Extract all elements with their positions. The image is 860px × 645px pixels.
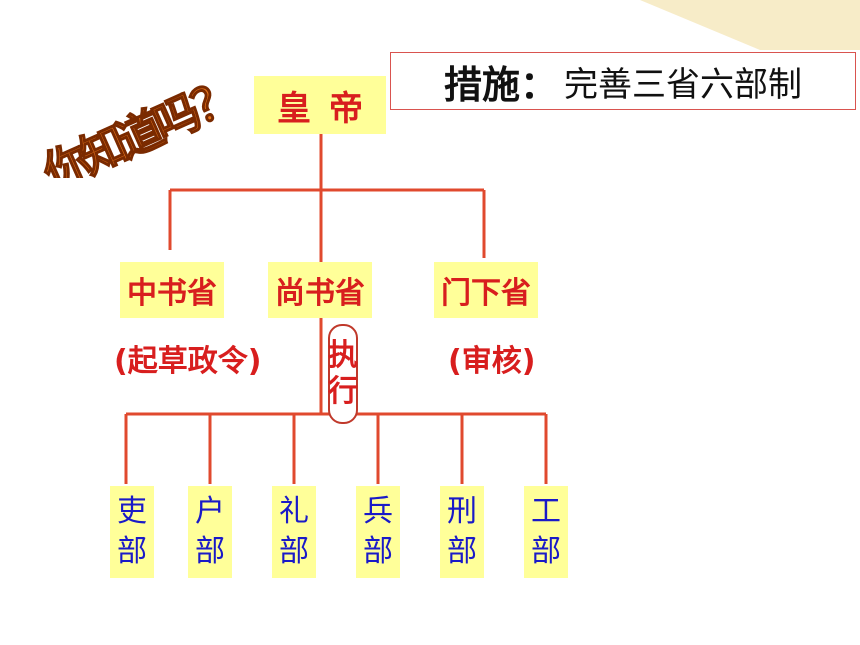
ministry-char: 礼 <box>279 494 309 529</box>
ministry-gong-works: 工 部 <box>524 486 568 578</box>
ministry-char: 部 <box>363 534 393 569</box>
role-char: 行 <box>328 374 358 409</box>
ministry-char: 吏 <box>117 494 147 529</box>
ministry-char: 户 <box>195 494 225 529</box>
ministry-char: 部 <box>531 534 561 569</box>
wordart-did-you-know: 你 知 道 吗 ？ <box>34 66 230 178</box>
measure-title-box: 措施 ： 完善三省六部制 <box>390 52 856 110</box>
dept-zhongshu: 中书省 <box>120 262 224 318</box>
ministry-hu-revenue: 户 部 <box>188 486 232 578</box>
ministry-char: 工 <box>531 494 561 529</box>
measure-colon: ： <box>520 62 559 107</box>
measure-text: 完善三省六部制 <box>564 64 803 105</box>
dept-shangshu: 尚书省 <box>268 262 372 318</box>
ministry-li-rites: 礼 部 <box>272 486 316 578</box>
emperor-box: 皇帝 <box>254 76 386 134</box>
ministry-char: 部 <box>447 534 477 569</box>
ministry-char: 部 <box>195 534 225 569</box>
ministry-bing-war: 兵 部 <box>356 486 400 578</box>
ministry-char: 部 <box>117 534 147 569</box>
ministry-xing-justice: 刑 部 <box>440 486 484 578</box>
dept-menxia: 门下省 <box>434 262 538 318</box>
role-zhongshu: (起草政令) <box>114 344 262 379</box>
ministry-char: 部 <box>279 534 309 569</box>
measure-label: 措施 <box>443 62 520 107</box>
ministry-char: 刑 <box>447 494 477 529</box>
ministry-li-personnel: 吏 部 <box>110 486 154 578</box>
role-menxia: (审核) <box>448 344 536 379</box>
role-char: 执 <box>328 338 358 373</box>
ministry-char: 兵 <box>363 494 393 529</box>
role-shangshu: 执 行 <box>328 324 358 424</box>
